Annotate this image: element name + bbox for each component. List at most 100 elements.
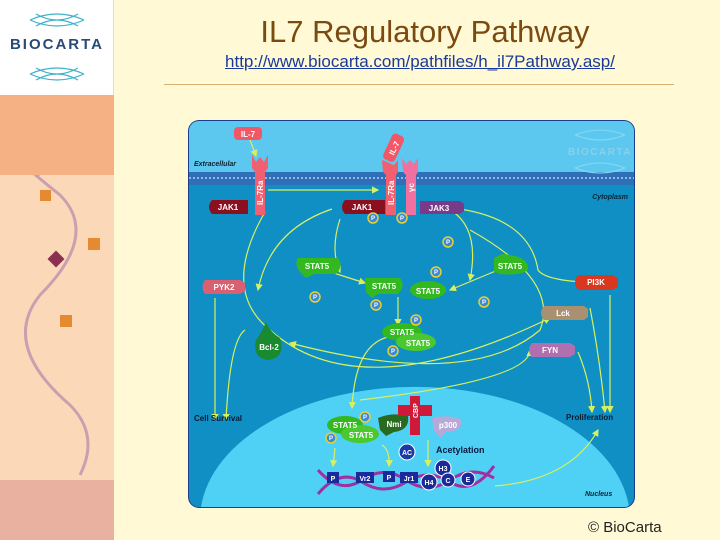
phospho-icon: P — [442, 236, 454, 248]
svg-text:FYN: FYN — [542, 346, 558, 355]
svg-text:P: P — [414, 318, 418, 324]
copyright: © BioCarta — [588, 519, 662, 536]
svg-text:H4: H4 — [425, 480, 434, 487]
svg-text:P: P — [331, 476, 336, 483]
stat5-monomer-left[interactable]: STAT5 — [296, 258, 341, 278]
source-link[interactable]: http://www.biocarta.com/pathfiles/h_il7P… — [225, 52, 615, 71]
page-title: IL7 Regulatory Pathway — [260, 14, 590, 49]
c-element: C — [440, 472, 456, 488]
svg-text:E: E — [466, 477, 471, 484]
svg-text:Lck: Lck — [556, 309, 570, 318]
logo-text: BIOCARTA — [9, 36, 105, 53]
phospho-icon: P — [309, 291, 321, 303]
phospho-icon: P — [370, 299, 382, 311]
svg-text:Vr2: Vr2 — [360, 476, 371, 483]
decor-strip — [0, 95, 114, 175]
divider — [164, 84, 674, 85]
svg-text:Jr1: Jr1 — [404, 476, 415, 483]
nmi[interactable]: Nmi — [378, 414, 409, 436]
svg-text:Bcl-2: Bcl-2 — [259, 343, 279, 352]
svg-text:JAK1: JAK1 — [218, 203, 239, 212]
svg-text:CBP: CBP — [413, 403, 420, 418]
svg-text:STAT5: STAT5 — [498, 262, 523, 271]
cbp[interactable]: CBP — [398, 396, 432, 435]
svg-text:P: P — [371, 216, 375, 222]
vr2-element: Vr2 — [356, 472, 374, 483]
extracellular-label: Extracellular — [194, 161, 237, 168]
svg-text:C: C — [445, 478, 450, 485]
svg-text:STAT5: STAT5 — [390, 328, 415, 337]
nucleus-label: Nucleus — [585, 491, 612, 498]
acetylation-label: Acetylation — [436, 445, 485, 455]
svg-text:p300: p300 — [439, 421, 458, 430]
cytoplasm-label: Cytoplasm — [592, 194, 628, 201]
stat5-monomer-right[interactable]: STAT5 — [494, 254, 529, 275]
svg-text:P: P — [446, 240, 450, 246]
p300[interactable]: p300 — [432, 416, 462, 438]
svg-text:P: P — [482, 300, 486, 306]
svg-text:JAK1: JAK1 — [352, 203, 373, 212]
phospho-icon: P — [367, 212, 379, 224]
svg-text:P: P — [387, 475, 392, 482]
promoter-element: P — [327, 472, 339, 483]
jak3[interactable]: JAK3 — [420, 201, 464, 214]
svg-text:IL-7Ra: IL-7Ra — [256, 180, 265, 205]
fyn[interactable]: FYN — [529, 343, 575, 357]
svg-text:P: P — [313, 295, 317, 301]
svg-text:P: P — [434, 270, 438, 276]
jak1[interactable]: JAK1 — [342, 200, 385, 214]
svg-text:STAT5: STAT5 — [333, 421, 358, 430]
il7-ligand[interactable]: IL-7 — [234, 127, 262, 140]
svg-text:AC: AC — [402, 450, 412, 457]
gamma-c-receptor[interactable]: γc — [402, 158, 418, 215]
svg-text:PI3K: PI3K — [587, 278, 605, 287]
jr1-element: Jr1 — [400, 472, 418, 483]
bcl2[interactable]: Bcl-2 — [255, 322, 282, 360]
e-element: E — [460, 471, 476, 487]
stat5-complex-b[interactable]: STAT5 — [410, 281, 446, 299]
svg-text:BIOCARTA: BIOCARTA — [568, 147, 632, 158]
svg-text:P: P — [329, 436, 333, 442]
histone-h4: H4 — [420, 473, 438, 491]
phospho-icon: P — [430, 266, 442, 278]
svg-text:JAK3: JAK3 — [429, 204, 450, 213]
promoter-element: P — [383, 471, 395, 482]
phospho-icon: P — [396, 212, 408, 224]
svg-text:Nmi: Nmi — [386, 420, 401, 429]
svg-text:STAT5: STAT5 — [406, 339, 431, 348]
decor-strip — [0, 175, 114, 480]
logo-mesh-icon — [29, 13, 85, 81]
phospho-icon: P — [478, 296, 490, 308]
proliferation-label: Proliferation — [566, 413, 613, 422]
jak1-left[interactable]: JAK1 — [209, 200, 248, 214]
ac[interactable]: AC — [398, 443, 416, 461]
phospho-icon: P — [410, 314, 422, 326]
pyk2[interactable]: PYK2 — [202, 280, 246, 294]
il7ra-receptor-left[interactable]: IL-7Ra — [252, 155, 268, 215]
svg-text:P: P — [391, 349, 395, 355]
svg-text:IL-7Ra: IL-7Ra — [387, 180, 396, 205]
svg-text:IL-7: IL-7 — [241, 130, 256, 139]
dna-elements: P Vr2 P Jr1 H4 H3 C E — [327, 459, 476, 491]
stat5-complex-a[interactable]: STAT5 — [365, 278, 403, 298]
pi3k[interactable]: PI3K — [575, 275, 618, 290]
svg-text:γc: γc — [407, 183, 416, 192]
svg-text:P: P — [363, 415, 367, 421]
cell-survival-label: Cell Survival — [194, 414, 242, 423]
phospho-groups: P P P P P P P P P P P — [309, 212, 490, 444]
il7ra-receptor[interactable]: IL-7Ra — [382, 160, 398, 215]
il7-ligand-bound[interactable]: IL-7 — [382, 132, 406, 163]
decor-squiggle — [24, 175, 100, 476]
decor-image — [0, 480, 114, 540]
lck[interactable]: Lck — [541, 306, 588, 320]
nucleus-region — [201, 386, 629, 507]
svg-text:H3: H3 — [439, 466, 448, 473]
phospho-icon: P — [387, 345, 399, 357]
phospho-icon: P — [325, 432, 337, 444]
svg-text:STAT5: STAT5 — [349, 431, 374, 440]
biocarta-logo: BIOCARTA — [0, 0, 114, 95]
